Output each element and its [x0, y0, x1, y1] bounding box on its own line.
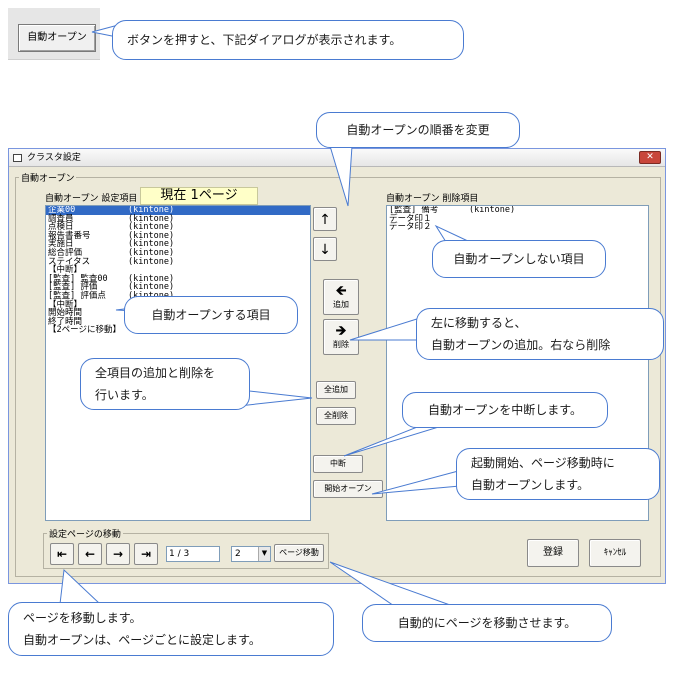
- close-button[interactable]: ✕: [639, 151, 661, 164]
- left-list-label: 自動オープン 設定項目: [45, 194, 138, 204]
- list-item-name: 【中断】: [48, 265, 83, 276]
- auto-open-button[interactable]: 自動オープン: [18, 24, 96, 52]
- list-item[interactable]: 【中断】: [46, 299, 310, 310]
- list-item-name: 点検日: [48, 222, 74, 233]
- callout-not-open-items: 自動オープンしない項目: [432, 240, 606, 278]
- list-item-name: [監査] 評価点: [48, 290, 106, 301]
- callout-suspend: 自動オープンを中断します。: [402, 392, 608, 428]
- list-item[interactable]: [監査] 備考 (kintone): [387, 206, 648, 215]
- list-item[interactable]: [監査] 監査00 (kintone): [46, 273, 310, 284]
- register-button[interactable]: 登録: [527, 539, 579, 567]
- list-item-name: 終了時間: [48, 316, 83, 327]
- list-item-name: データ印２: [389, 222, 432, 233]
- title-bar: クラスタ設定 ✕: [9, 149, 665, 167]
- suspend-button[interactable]: 中断: [313, 455, 363, 473]
- list-item-source: (kintone): [128, 273, 175, 284]
- sample-button-area: 自動オープン: [8, 8, 100, 60]
- callout-page-move: ページを移動します。 自動オープンは、ページごとに設定します。: [8, 602, 334, 656]
- callout-dialog-shown: ボタンを押すと、下記ダイアログが表示されます。: [112, 20, 464, 60]
- list-item[interactable]: 【2ページに移動】: [46, 326, 310, 335]
- list-item-name: 企業00: [48, 205, 76, 215]
- right-list-label: 自動オープン 削除項目: [386, 194, 479, 204]
- delete-all-button[interactable]: 全削除: [316, 407, 356, 425]
- first-page-button[interactable]: ⇤: [50, 543, 74, 565]
- list-item-source: (kintone): [128, 256, 175, 267]
- start-open-button[interactable]: 開始オープン: [313, 480, 383, 498]
- dialog-title: クラスタ設定: [27, 153, 81, 163]
- page-counter: 1 / 3: [166, 546, 220, 562]
- list-item-name: 開始時間: [48, 308, 83, 319]
- list-item[interactable]: [監査] 評価 (kintone): [46, 283, 310, 292]
- arrow-left-icon: 🡸: [335, 283, 347, 299]
- list-item-name: [監査] 監査00: [48, 273, 108, 284]
- page-nav-label: 設定ページの移動: [47, 527, 123, 540]
- last-page-button[interactable]: ⇥: [134, 543, 158, 565]
- cancel-button[interactable]: ｷｬﾝｾﾙ: [589, 539, 641, 567]
- list-item[interactable]: 点検日 (kintone): [46, 223, 310, 232]
- list-item-source: (kintone): [469, 205, 516, 215]
- list-item-source: (kintone): [128, 247, 175, 258]
- list-item-name: 報告書番号: [48, 230, 91, 241]
- list-item-name: データ印１: [389, 213, 432, 224]
- chevron-down-icon[interactable]: ▼: [258, 547, 270, 561]
- callout-auto-page-move: 自動的にページを移動させます。: [362, 604, 612, 642]
- next-page-button[interactable]: →: [106, 543, 130, 565]
- callout-open-items: 自動オープンする項目: [124, 296, 298, 334]
- callout-start-open: 起動開始、ページ移動時に 自動オープンします。: [456, 448, 660, 500]
- callout-change-order: 自動オープンの順番を変更: [316, 112, 520, 148]
- list-item-source: (kintone): [128, 213, 175, 224]
- add-button[interactable]: 🡸 追加: [323, 279, 359, 315]
- page-select[interactable]: 2 ▼: [231, 546, 271, 562]
- delete-button[interactable]: 🡺 削除: [323, 319, 359, 355]
- list-item[interactable]: 報告書番号 (kintone): [46, 230, 310, 241]
- list-item[interactable]: データ印２: [387, 223, 648, 232]
- current-page-indicator: 現在 1ページ: [140, 187, 258, 205]
- list-item[interactable]: 【中断】: [46, 266, 310, 275]
- list-item[interactable]: ステイタス (kintone): [46, 256, 310, 267]
- move-up-button[interactable]: ↑: [313, 207, 337, 231]
- arrow-right-icon: 🡺: [335, 323, 347, 339]
- list-item[interactable]: データ印１: [387, 213, 648, 224]
- callout-add-delete-all: 全項目の追加と削除を 行います。: [80, 358, 250, 410]
- window-icon: [13, 154, 22, 162]
- list-item[interactable]: [監査] 評価点 (kintone): [46, 292, 310, 301]
- list-item[interactable]: 総合評価 (kintone): [46, 249, 310, 258]
- list-item-source: (kintone): [128, 230, 175, 241]
- list-item-name: 総合評価: [48, 247, 83, 258]
- list-item-source: (kintone): [128, 239, 175, 250]
- list-item-name: ステイタス: [48, 256, 91, 267]
- page-nav-group: [43, 533, 329, 569]
- list-item-source: (kintone): [128, 205, 175, 215]
- list-item-name: 【中断】: [48, 299, 83, 310]
- move-page-button[interactable]: ページ移動: [274, 544, 324, 562]
- list-item-name: 調査員: [48, 213, 74, 224]
- move-down-button[interactable]: ↓: [313, 237, 337, 261]
- auto-open-group-label: 自動オープン: [19, 171, 77, 184]
- prev-page-button[interactable]: ←: [78, 543, 102, 565]
- list-item[interactable]: 企業00 (kintone): [46, 206, 310, 215]
- list-item[interactable]: 実施日 (kintone): [46, 240, 310, 249]
- list-item[interactable]: 調査員 (kintone): [46, 213, 310, 224]
- list-item-name: 【2ページに移動】: [48, 325, 121, 336]
- list-item-name: [監査] 評価: [48, 282, 98, 293]
- callout-move-add-delete: 左に移動すると、 自動オープンの追加。右なら削除: [416, 308, 664, 360]
- list-item-source: (kintone): [128, 222, 175, 233]
- list-item-source: (kintone): [128, 282, 175, 293]
- list-item-source: (kintone): [128, 291, 174, 301]
- list-item-name: [監査] 備考: [389, 205, 439, 215]
- list-item-name: 実施日: [48, 239, 74, 250]
- add-all-button[interactable]: 全追加: [316, 381, 356, 399]
